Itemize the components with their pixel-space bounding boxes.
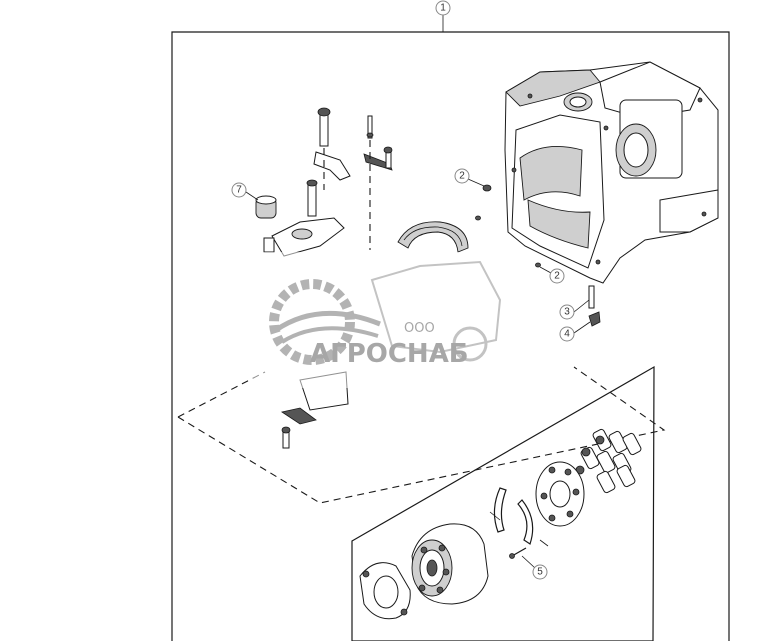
bolts-and-brackets bbox=[271, 107, 393, 257]
watermark: ООО АГРОСНАБ bbox=[248, 252, 518, 388]
callout-3-label: 3 bbox=[564, 307, 570, 318]
callout-2b-label: 2 bbox=[554, 271, 560, 282]
callout-7-leader bbox=[245, 191, 259, 201]
callout-2a-label: 2 bbox=[459, 171, 465, 182]
callout-3-leader bbox=[573, 299, 590, 313]
piston-set bbox=[575, 428, 642, 494]
bearing-ring bbox=[397, 221, 469, 253]
callout-5-label: 5 bbox=[537, 567, 543, 578]
bushing-part-7 bbox=[255, 195, 277, 253]
callout-1: 1 bbox=[435, 0, 451, 16]
dashed-boundary-edge bbox=[177, 371, 266, 418]
callout-7: 7 bbox=[231, 182, 247, 198]
callout-5-leader bbox=[521, 555, 536, 569]
watermark-prefix: ООО bbox=[404, 321, 435, 336]
callout-7-label: 7 bbox=[236, 185, 242, 196]
valve-plate bbox=[359, 562, 411, 620]
dashed-boundary bbox=[177, 366, 666, 504]
callout-2b-leader bbox=[539, 266, 552, 274]
main-frame bbox=[171, 31, 730, 641]
cylinder-block bbox=[411, 523, 489, 605]
housing-fasteners bbox=[475, 184, 601, 327]
watermark-name: АГРОСНАБ bbox=[310, 339, 469, 369]
callout-2b: 2 bbox=[549, 268, 565, 284]
retainer-plate bbox=[535, 461, 585, 527]
rotating-group-frame bbox=[351, 365, 655, 641]
callout-2a: 2 bbox=[454, 168, 470, 184]
pin bbox=[509, 547, 527, 559]
callout-5: 5 bbox=[532, 564, 548, 580]
callout-3: 3 bbox=[559, 304, 575, 320]
callout-2a-leader bbox=[467, 178, 485, 187]
callout-4-leader bbox=[573, 321, 591, 334]
callout-1-label: 1 bbox=[440, 3, 446, 14]
clips bbox=[489, 487, 549, 547]
callout-4: 4 bbox=[559, 326, 575, 342]
pump-housing bbox=[504, 61, 719, 284]
callout-4-label: 4 bbox=[564, 329, 570, 340]
